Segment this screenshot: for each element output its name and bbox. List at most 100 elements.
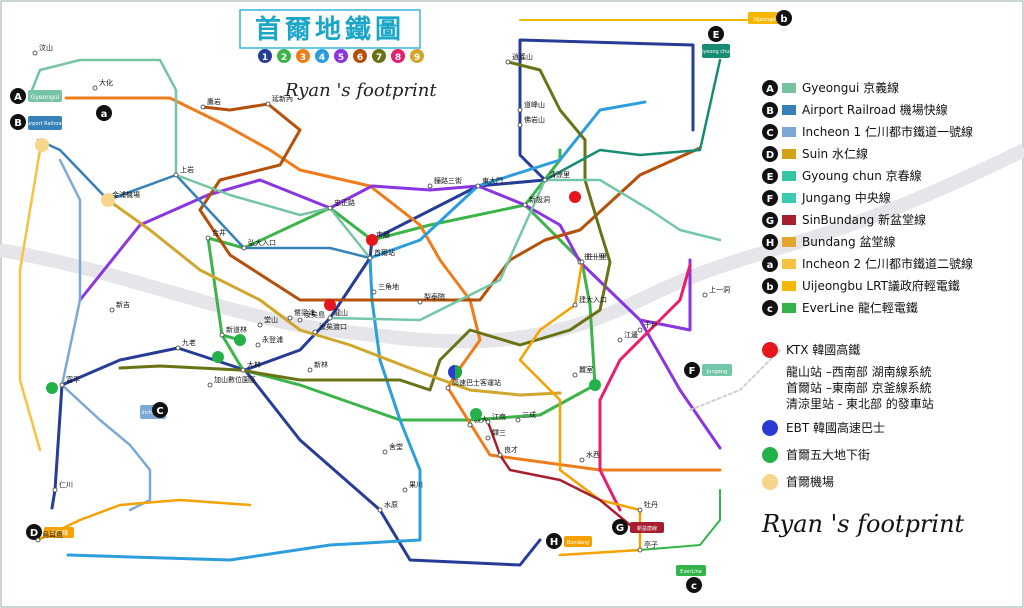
station-dot [255,342,261,348]
marker-a-small-circle [96,105,112,121]
station-dot [327,205,333,211]
line-6-track [198,102,702,302]
station-dot [505,59,511,65]
ebt-legend-icon [762,420,778,436]
marker-h-circle [546,533,562,549]
station-label: 高速巴士客運站 [452,378,501,387]
suin-track [36,498,252,542]
station-dot [265,101,271,107]
station-label: 江邊 [624,330,638,339]
legend-marker-label-5: F [767,194,774,205]
station-label: 上岩 [180,165,194,174]
station-dot [467,422,473,428]
ktx-legend-text: KTX 韓國高鐵 [786,342,860,357]
line-number-label-3: 3 [300,53,306,63]
station-label: 汶山 [39,43,53,52]
station-label: 新吉 [116,300,130,309]
legend-text-10: EverLine 龍仁輕電鐵 [802,300,918,315]
line-number-circle-7 [372,49,386,63]
underground-bupyeong [46,382,58,394]
legend-swatch-7 [782,237,796,247]
gyeongui-track [28,58,372,260]
signature-bottom: Ryan 's footprint [761,510,965,538]
station-label: 新道林 [226,325,247,334]
legend-marker-label-0: A [766,84,774,95]
legend-marker-3 [762,146,778,162]
incheon2-track [18,148,42,452]
station-dot [572,372,578,378]
everline-track [639,489,721,551]
marker-c-small-circle [686,577,702,593]
station-dot [205,235,211,241]
legend-swatch-8 [782,259,796,269]
legend-text-5: Jungang 中央線 [801,190,891,205]
legend-marker-label-4: E [767,172,774,183]
marker-b-small-circle [776,10,792,26]
line-number-label-2: 2 [281,53,287,63]
station-dot [542,177,548,183]
station-dot [200,104,206,110]
station-dot [367,255,373,261]
station-label: 亭子 [644,540,658,549]
signature-top: Ryan 's footprint [284,80,437,101]
legend-text-2: Incheon 1 仁川都市鐵道一號線 [802,124,973,139]
station-label: 上一洞 [709,285,730,294]
station-label: 加山數位園區 [214,375,256,384]
station-dot [485,435,491,441]
station-dot [522,202,528,208]
line-number-label-4: 4 [319,53,325,63]
gyeongui-tag [28,90,62,102]
line-7-track [118,60,612,392]
airport-tag [28,116,62,130]
underground-gangnam [470,408,482,420]
legend-text-7: Bundang 盆堂線 [802,234,895,249]
station-label: 九老 [182,338,196,347]
ebt-legend-text: EBT 韓國高速巴士 [786,420,885,435]
station-dot [637,547,643,553]
legend-text-6: SinBundang 新盆堂線 [802,212,926,227]
legend-marker-4 [762,168,778,184]
station-dot [515,417,521,423]
legend-marker-6 [762,212,778,228]
legend-swatch-6 [782,215,796,225]
legend-marker-10 [762,300,778,316]
sinbundang-track [486,420,632,527]
line-number-label-1: 1 [262,53,268,63]
line-number-label-6: 6 [357,53,363,63]
line-5-track [78,178,722,450]
station-dot [35,537,41,543]
station-dot [517,107,523,113]
station-label: 汝矣渡口 [319,322,347,331]
legend-swatch-10 [782,303,796,313]
station-label: 鷺梁津 [294,308,315,317]
line-layer [18,19,781,567]
uijeongbu-tag [748,12,784,24]
station-dot [327,315,333,321]
ktx-station-cheongnyangni [569,191,581,203]
station-labels: 首爾站市廳鐘路三街東大門清涼里新設洞忠正路弘大入口合井龍山三角地梨泰院新道林永登… [32,43,730,553]
line-8-track [598,263,692,512]
station-dot [517,122,523,128]
underground-yeongdeungpo [234,334,246,346]
marker-f-label: F [689,366,696,377]
station-dot [312,329,318,335]
ktx-note-3: 清涼里站 - 東北部 的發車站 [786,396,934,411]
station-dot [109,307,115,313]
station-dot [240,367,246,373]
marker-h-label: H [550,537,558,548]
line-number-label-9: 9 [414,53,420,63]
legend-marker-label-1: B [766,106,774,117]
station-label: 舍堂 [389,442,403,451]
line-number-circle-5 [334,49,348,63]
station-label: 大化 [99,78,113,87]
bundang-tag [564,536,592,547]
line-number-circle-4 [315,49,329,63]
station-label: 往十里 [584,252,605,261]
station-dot [257,322,263,328]
legend-marker-7 [762,234,778,250]
underground-legend-icon [762,447,778,463]
legend-swatch-1 [782,105,796,115]
